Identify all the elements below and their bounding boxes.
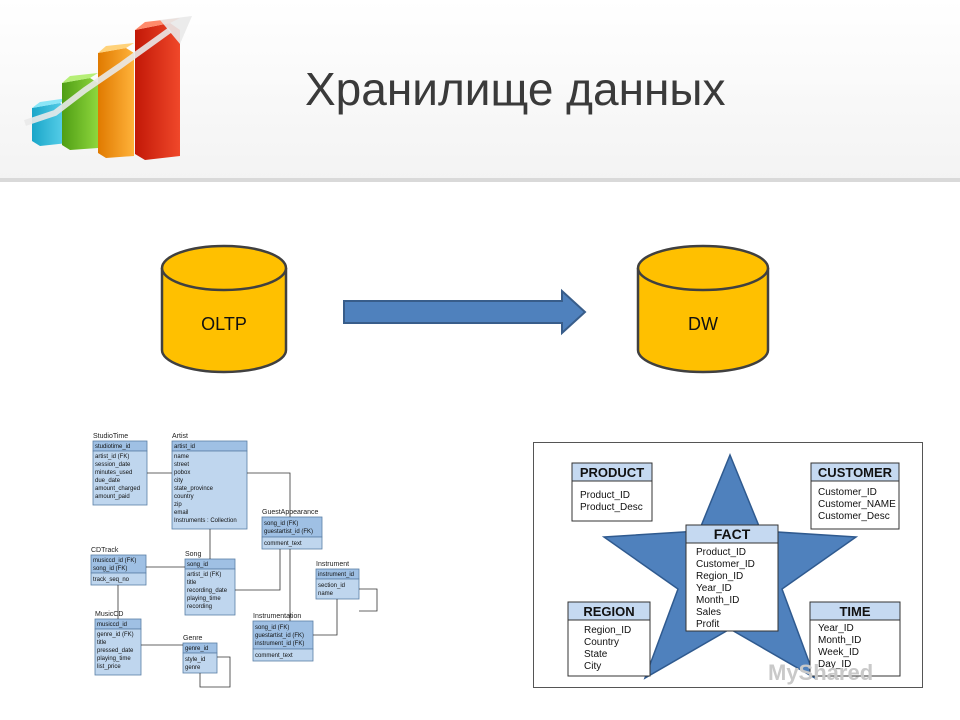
dimension-field: Country [584,637,619,648]
er-pk: song_id (FK) [255,625,289,631]
er-table-title: Instrument [316,561,349,568]
dimension-field: Week_ID [818,647,859,658]
er-field: name [318,591,334,597]
er-pk: musiccd_id [97,622,127,628]
er-pk: artist_id [174,444,195,450]
er-field: recording [187,604,212,610]
dimension-field: Day_ID [818,659,851,670]
fact-field: Year_ID [696,583,732,594]
dimension-field: Customer_NAME [818,499,896,510]
er-field: style_id [185,657,205,663]
er-field: artist_id (FK) [187,572,221,578]
er-field: due_date [95,478,121,484]
er-field: session_date [95,462,131,468]
er-table-title: Artist [172,433,188,440]
er-field: section_id [318,583,345,589]
er-field: title [97,640,107,646]
er-field: email [174,510,188,516]
er-field: state_province [174,486,214,492]
er-field: amount_charged [95,486,140,492]
er-field: zip [174,502,182,508]
er-pk: song_id [187,562,208,568]
er-field: street [174,462,189,468]
er-field: Instruments : Collection [174,518,237,524]
er-field: comment_text [264,541,302,547]
er-pk: guestartist_id (FK) [255,633,304,639]
dw-label: DW [688,314,718,334]
er-field: artist_id (FK) [95,454,129,460]
dimension-field: City [584,661,601,672]
dimension-field: Customer_ID [818,487,877,498]
dimension-title-customer: CUSTOMER [818,465,893,480]
oltp-label: OLTP [201,314,247,334]
er-table-title: GuestAppearance [262,509,319,516]
er-field: comment_text [255,653,293,659]
er-field: city [174,478,183,484]
er-table-title: StudioTime [93,433,128,440]
fact-field: Sales [696,607,721,618]
bar-chart-logo-icon [24,16,192,160]
er-table-title: MusicCD [95,611,123,618]
er-field: list_price [97,664,121,670]
dimension-title-region: REGION [583,604,634,619]
flow-arrow-icon [343,288,587,336]
er-field: genre [185,665,201,671]
dw-cylinder: DW [636,244,770,374]
er-field: minutes_used [95,470,132,476]
dimension-field: Year_ID [818,623,854,634]
fact-field: Product_ID [696,547,746,558]
slide-title: Хранилище данных [305,63,726,115]
watermark: MyShared [768,660,874,685]
header-divider [0,178,960,182]
dimension-field: Product_Desc [580,502,643,513]
er-field: playing_time [97,656,131,662]
fact-field: Month_ID [696,595,739,606]
er-field: pressed_date [97,648,134,654]
dimension-field: State [584,649,608,660]
fact-field: Region_ID [696,571,743,582]
er-pk: guestartist_id (FK) [264,529,313,535]
er-field: recording_date [187,588,228,594]
er-table-title: Genre [183,635,203,642]
oltp-cylinder: OLTP [160,244,288,374]
er-field: name [174,454,190,460]
er-pk: instrument_id [318,572,354,578]
er-pk: studiotime_id [95,444,130,450]
dimension-title-product: PRODUCT [580,465,644,480]
er-pk: musiccd_id (FK) [93,558,136,564]
er-field: amount_paid [95,494,130,500]
er-field: track_seq_no [93,577,130,583]
er-table-title: Song [185,551,201,558]
star-schema-frame: FACT Product_ID Customer_ID Region_ID Ye… [533,442,923,688]
star-schema: FACT Product_ID Customer_ID Region_ID Ye… [567,453,901,680]
er-pk: genre_id [185,646,208,652]
fact-title: FACT [714,526,751,542]
dimension-field: Customer_Desc [818,511,890,522]
er-pk: song_id (FK) [93,566,127,572]
dimension-title-time: TIME [839,604,870,619]
dimension-field: Region_ID [584,625,631,636]
dimension-field: Product_ID [580,490,630,501]
fact-field: Profit [696,619,720,630]
er-field: pobox [174,470,190,476]
fact-field: Customer_ID [696,559,755,570]
er-pk: song_id (FK) [264,521,298,527]
er-field: country [174,494,194,500]
er-diagram: StudioTime Artist GuestAppearance CDTrac… [90,433,378,688]
er-table-title: Instrumentation [253,613,301,620]
dimension-field: Month_ID [818,635,861,646]
er-field: playing_time [187,596,221,602]
er-table-title: CDTrack [91,547,119,554]
er-pk: instrument_id (FK) [255,641,304,647]
er-field: genre_id (FK) [97,632,134,638]
er-field: title [187,580,197,586]
